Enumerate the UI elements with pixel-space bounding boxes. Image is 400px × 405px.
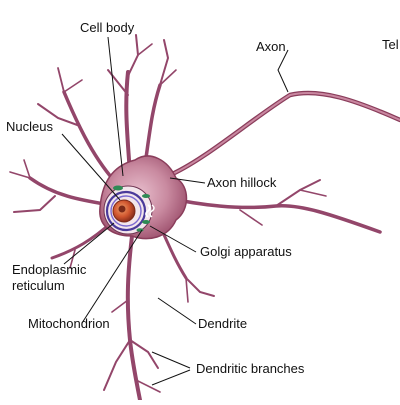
golgi-leader bbox=[149, 225, 197, 253]
dendrite-leader bbox=[157, 297, 197, 325]
axon-hillock-leader bbox=[169, 177, 206, 184]
label-nucleus: Nucleus bbox=[6, 119, 53, 134]
label-golgi-apparatus: Golgi apparatus bbox=[200, 244, 292, 259]
axon-leader bbox=[277, 49, 289, 93]
mitochondrion-leader bbox=[81, 229, 143, 324]
label-mitochondrion: Mitochondrion bbox=[28, 316, 110, 331]
label-endoplasmic-reticulum-line2: reticulum bbox=[12, 278, 65, 293]
label-dendrite: Dendrite bbox=[198, 316, 247, 331]
label-telodendria-partial: Tel bbox=[382, 37, 399, 52]
cell-body-leader bbox=[107, 36, 124, 177]
er-leader bbox=[63, 222, 115, 265]
nucleus-leader bbox=[61, 133, 121, 201]
label-cell-body: Cell body bbox=[80, 20, 135, 35]
label-axon: Axon bbox=[256, 39, 286, 54]
axon bbox=[165, 90, 400, 179]
leader-lines bbox=[61, 36, 289, 386]
label-axon-hillock: Axon hillock bbox=[207, 175, 277, 190]
dendritic-branches-leader-lower bbox=[151, 369, 191, 386]
label-dendritic-branches: Dendritic branches bbox=[196, 361, 305, 376]
dendrites bbox=[9, 34, 382, 402]
cell-body bbox=[99, 155, 188, 240]
dendritic-branches-leader-upper bbox=[151, 351, 191, 369]
labels: Cell body Axon Tel Nucleus Axon hillock … bbox=[6, 20, 399, 376]
label-endoplasmic-reticulum-line1: Endoplasmic bbox=[12, 262, 87, 277]
